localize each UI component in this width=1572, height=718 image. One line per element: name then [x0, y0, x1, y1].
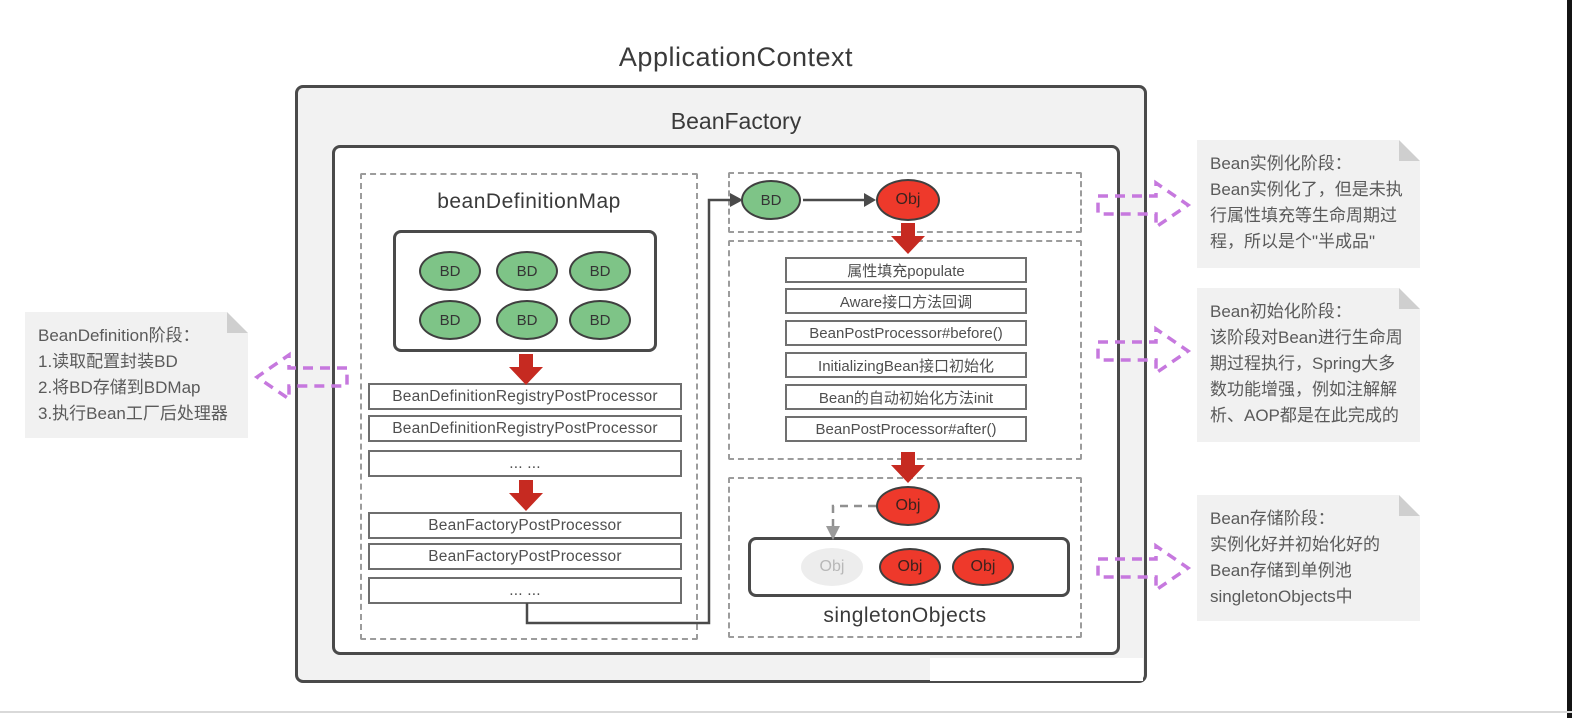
processor-box: BeanDefinitionRegistryPostProcessor — [368, 383, 682, 410]
bd-oval: BD — [496, 251, 558, 291]
note-line: 程，所以是个"半成品" — [1210, 232, 1376, 251]
bd-oval: BD — [419, 251, 481, 291]
note-bean-definition-stage: BeanDefinition阶段： 1.读取配置封装BD 2.将BD存储到BDM… — [25, 312, 248, 438]
bd-oval: BD — [569, 300, 631, 340]
note-line: Bean实例化了，但是未执 — [1210, 180, 1403, 199]
note-line: singletonObjects中 — [1210, 587, 1353, 606]
note-line: Bean存储到单例池 — [1210, 561, 1352, 580]
lifecycle-step: 属性填充populate — [785, 257, 1027, 283]
lifecycle-step: Aware接口方法回调 — [785, 288, 1027, 314]
lifecycle-step: Bean的自动初始化方法init — [785, 384, 1027, 410]
screen-edge — [1567, 0, 1572, 718]
processor-box: BeanFactoryPostProcessor — [368, 543, 682, 570]
folded-corner-icon — [1399, 288, 1420, 309]
note-line: 该阶段对Bean进行生命周 — [1210, 328, 1403, 347]
note-line: 3.执行Bean工厂后处理器 — [38, 404, 228, 423]
bean-definition-map-title: beanDefinitionMap — [437, 190, 621, 213]
note-instantiation-stage: Bean实例化阶段： Bean实例化了，但是未执 行属性填充等生命周期过 程，所… — [1197, 140, 1420, 268]
note-line: BeanDefinition阶段： — [38, 326, 200, 345]
lifecycle-step: BeanPostProcessor#after() — [785, 416, 1027, 442]
processor-box: BeanDefinitionRegistryPostProcessor — [368, 415, 682, 442]
folded-corner-icon — [227, 312, 248, 333]
note-line: Bean实例化阶段： — [1210, 154, 1352, 173]
folded-corner-icon — [1399, 495, 1420, 516]
note-line: Bean初始化阶段： — [1210, 302, 1352, 321]
pool-obj-oval-faded: Obj — [801, 548, 863, 586]
note-line: 实例化好并初始化好的 — [1210, 535, 1380, 554]
note-line: 1.读取配置封装BD — [38, 352, 178, 371]
processor-box-ellipsis: ... ... — [368, 450, 682, 477]
note-line: 期过程执行，Spring大多 — [1210, 354, 1396, 373]
instantiation-bd-oval: BD — [741, 180, 801, 220]
bd-oval: BD — [419, 300, 481, 340]
lifecycle-step: BeanPostProcessor#before() — [785, 320, 1027, 346]
pool-obj-oval: Obj — [879, 548, 941, 586]
storage-obj-oval: Obj — [876, 486, 940, 526]
note-initialization-stage: Bean初始化阶段： 该阶段对Bean进行生命周 期过程执行，Spring大多 … — [1197, 288, 1420, 442]
watermark-cover — [930, 658, 1143, 681]
lifecycle-step: InitializingBean接口初始化 — [785, 352, 1027, 378]
application-context-title: ApplicationContext — [618, 42, 854, 72]
processor-box: BeanFactoryPostProcessor — [368, 512, 682, 539]
note-line: 数功能增强，例如注解解 — [1210, 380, 1397, 399]
bd-oval: BD — [496, 300, 558, 340]
singleton-objects-label: singletonObjects — [823, 604, 987, 627]
note-line: Bean存储阶段： — [1210, 509, 1335, 528]
bean-factory-title: BeanFactory — [670, 108, 802, 134]
note-line: 析、AOP都是在此完成的 — [1210, 406, 1399, 425]
processor-box-ellipsis: ... ... — [368, 577, 682, 604]
note-storage-stage: Bean存储阶段： 实例化好并初始化好的 Bean存储到单例池 singleto… — [1197, 495, 1420, 621]
instantiation-obj-oval: Obj — [876, 179, 940, 221]
pool-obj-oval: Obj — [952, 548, 1014, 586]
note-line: 2.将BD存储到BDMap — [38, 378, 201, 397]
note-line: 行属性填充等生命周期过 — [1210, 206, 1397, 225]
bd-oval: BD — [569, 251, 631, 291]
bottom-divider — [0, 711, 1572, 713]
folded-corner-icon — [1399, 140, 1420, 161]
